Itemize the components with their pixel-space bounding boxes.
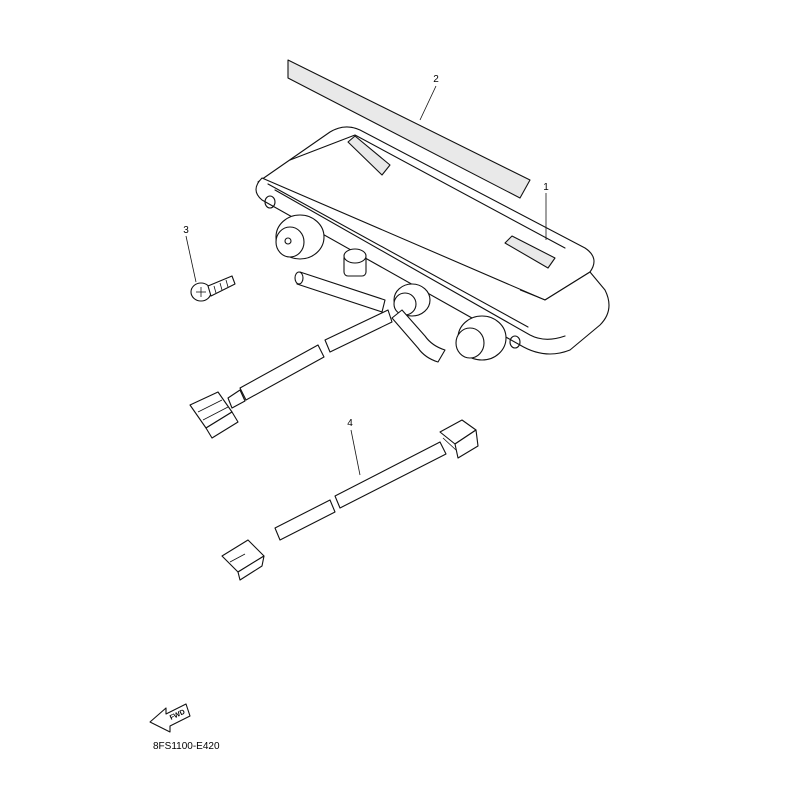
callout-3: 3	[183, 225, 189, 236]
callout-1: 1	[543, 182, 549, 193]
fwd-arrow-icon: FWD	[149, 703, 191, 733]
callout-2: 2	[433, 74, 439, 85]
diagram-code: 8FS1100-E420	[153, 741, 220, 752]
part-3-screw[interactable]	[190, 275, 236, 302]
leader-lines	[185, 85, 547, 476]
part-2-gasket-strip[interactable]	[287, 59, 531, 199]
housing-wire-harness[interactable]	[189, 271, 446, 439]
part-4-lead-wire[interactable]	[221, 419, 479, 581]
callout-4: 4	[347, 418, 353, 429]
part-1-taillight-housing[interactable]	[255, 126, 610, 361]
